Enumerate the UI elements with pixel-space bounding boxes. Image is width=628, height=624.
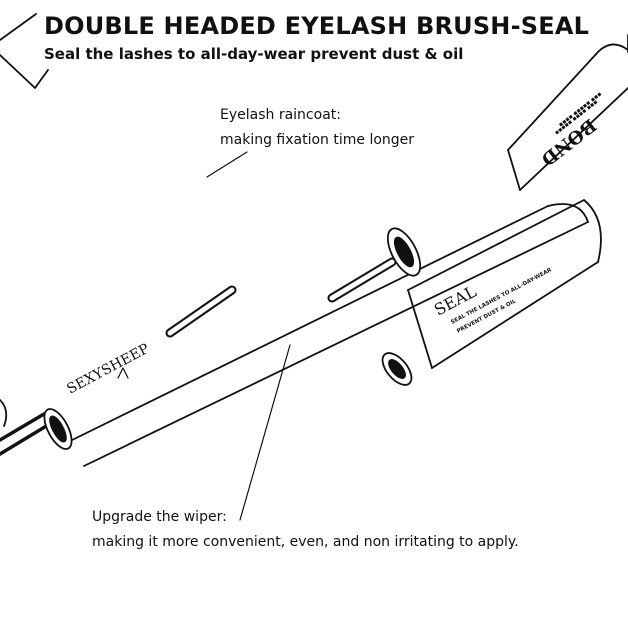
brand-label: SEXYSHEEP xyxy=(64,341,152,398)
callout-wiper: Upgrade the wiper: making it more conven… xyxy=(92,505,519,555)
leader-wiper xyxy=(239,344,291,521)
wand-outline-top-left xyxy=(0,54,49,89)
page-subtitle: Seal the lashes to all-day-wear prevent … xyxy=(44,45,464,63)
callout-raincoat-body: making fixation time longer xyxy=(220,132,415,148)
seal-tube: SEAL SEAL THE LASHES TO ALL-DAY-WEAR PRE… xyxy=(381,199,602,386)
callout-raincoat: Eyelash raincoat: making fixation time l… xyxy=(220,103,414,153)
callout-wiper-heading: Upgrade the wiper: xyxy=(92,509,227,525)
callout-wiper-body: making it more convenient, even, and non… xyxy=(92,534,519,550)
page-title: DOUBLE HEADED EYELASH BRUSH-SEAL xyxy=(44,12,590,40)
callout-raincoat-heading: Eyelash raincoat: xyxy=(220,107,341,123)
wand-outline-top-left-edge xyxy=(0,13,37,41)
leader-raincoat xyxy=(206,151,248,178)
bond-cap: BOND ▪▪▪ ▪▪▪▪ ▪▪▪▪▪ ▪▪▪ ▪▪▪▪▪ ▪▪▪▪ xyxy=(507,34,628,191)
